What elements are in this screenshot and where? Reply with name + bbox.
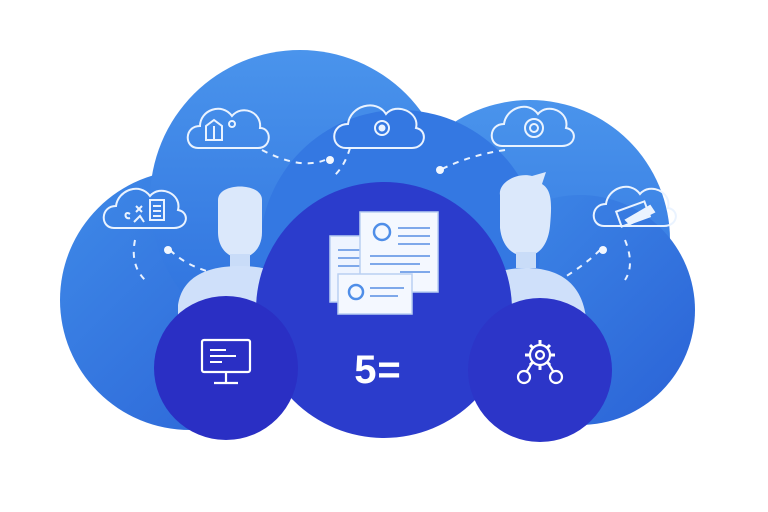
monitor-icon [200,338,252,385]
cloud-gear-icon [333,104,425,149]
cloud-settings-icon [490,105,575,147]
cloud-edit-icon [592,185,677,228]
gears-icon [516,340,564,385]
cloud-tools-icon [102,187,187,229]
center-label: 5= [354,348,402,392]
left-disc [154,296,298,440]
dashed-connectors [132,147,631,281]
cloud-document-icon [186,107,270,149]
connector-dots [164,156,607,254]
document-cards-icon [329,211,439,315]
